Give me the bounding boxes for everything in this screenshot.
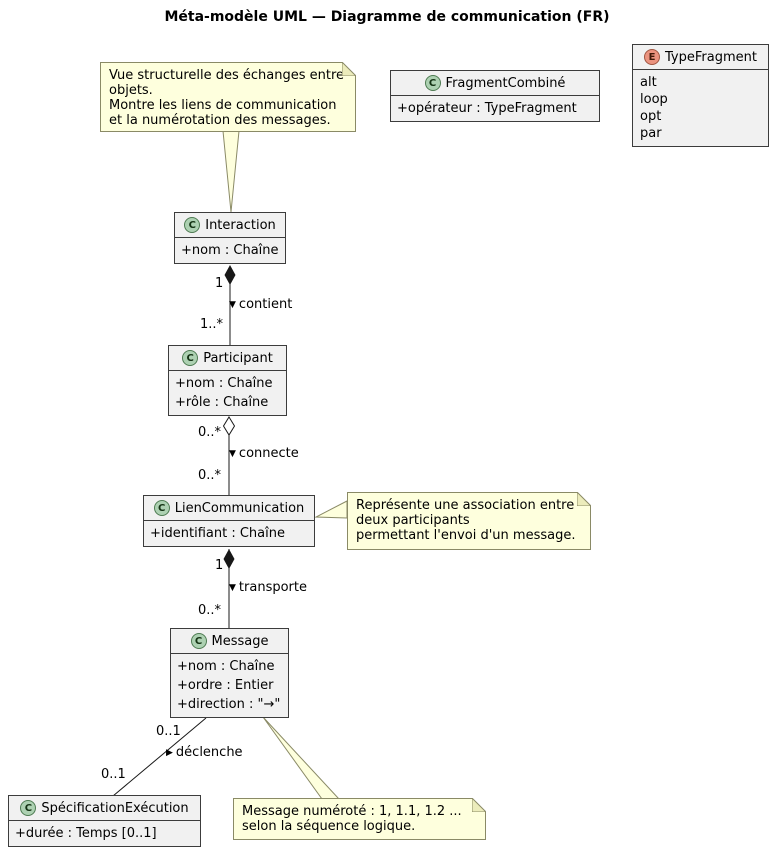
edge-declenche [112,717,207,797]
composition-diamond-transporte [223,549,235,569]
class-attributes: +nom : Chaîne +rôle : Chaîne [169,370,286,415]
class-attributes: +nom : Chaîne [175,237,285,263]
edge-label-text: déclenche [175,745,243,760]
enum-name: TypeFragment [665,49,757,65]
edge-label-contient: ▼contient [229,297,292,312]
note-line: Vue structurelle des échanges entre [109,68,345,83]
edge-label-transporte: ▼transporte [229,580,307,595]
class-lien-communication-header: C LienCommunication [144,496,314,520]
class-attributes: +opérateur : TypeFragment [391,95,599,121]
multiplicity-connecte-source: 0..* [198,425,222,440]
class-name: FragmentCombiné [445,75,566,91]
note-line: deux participants [356,513,470,528]
class-message[interactable]: C Message +nom : Chaîne +ordre : Entier … [170,628,289,718]
class-message-header: C Message [171,629,288,653]
attribute: +nom : Chaîne [181,243,279,258]
class-fragment-combine[interactable]: C FragmentCombiné +opérateur : TypeFragm… [390,70,600,122]
arrow-down-icon: ▼ [229,300,236,310]
enum-value: opt [640,109,662,124]
class-attributes: +identifiant : Chaîne [144,520,314,546]
attribute: +identifiant : Chaîne [150,526,285,541]
note-message: Message numéroté : 1, 1.1, 1.2 ... selon… [233,798,486,840]
class-participant-header: C Participant [169,346,286,370]
enum-type-fragment-header: E TypeFragment [633,45,768,69]
enum-value: loop [640,92,668,107]
multiplicity-transporte-target: 0..* [198,603,222,618]
note-line: permettant l'envoi d'un message. [356,528,576,543]
edge-label-text: transporte [238,580,307,595]
class-lien-communication[interactable]: C LienCommunication +identifiant : Chaîn… [143,495,315,547]
class-fragment-combine-header: C FragmentCombiné [391,71,599,95]
note-line: et la numérotation des messages. [109,113,331,128]
note-line: selon la séquence logique. [242,819,416,834]
multiplicity-transporte-source: 1 [215,558,224,573]
class-interaction-header: C Interaction [175,213,285,237]
diagram-title: Méta-modèle UML — Diagramme de communica… [164,9,610,25]
edge-label-declenche: ▶déclenche [166,745,243,760]
multiplicity-declenche-target: 0..1 [101,767,126,782]
enum-value: alt [640,75,657,90]
attribute: +durée : Temps [0..1] [15,826,157,841]
attribute: +ordre : Entier [177,678,274,693]
note-fold-icon [577,492,591,506]
note-line: objets. [109,83,153,98]
class-name: LienCommunication [174,500,305,516]
class-participant[interactable]: C Participant +nom : Chaîne +rôle : Chaî… [168,345,287,416]
class-name: Participant [203,350,273,366]
multiplicity-contient-target: 1..* [200,317,224,332]
note-line: Message numéroté : 1, 1.1, 1.2 ... [242,804,462,819]
attribute: +nom : Chaîne [175,376,273,391]
enum-values: alt loop opt par [633,69,768,146]
class-icon: C [184,217,201,233]
attribute: +nom : Chaîne [177,659,275,674]
note-tail-lien [314,500,348,519]
class-interaction[interactable]: C Interaction +nom : Chaîne [174,212,286,264]
arrow-right-icon: ▶ [166,748,173,758]
class-attributes: +durée : Temps [0..1] [9,820,200,846]
class-icon: C [20,800,37,816]
class-icon: C [190,633,207,649]
arrow-down-icon: ▼ [229,449,236,459]
note-fold-icon [342,62,356,76]
class-specification-execution-header: C SpécificationExécution [9,796,200,820]
attribute: +opérateur : TypeFragment [397,101,577,116]
aggregation-diamond-connecte [222,416,236,436]
note-line: Représente une association entre [356,498,575,513]
edge-label-connecte: ▼connecte [229,446,299,461]
enum-icon: E [644,49,661,65]
multiplicity-declenche-source: 0..1 [156,724,181,739]
attribute: +rôle : Chaîne [175,395,269,410]
note-tail-overview [222,130,240,213]
attribute: +direction : "→" [177,697,281,712]
note-fold-icon [472,798,486,812]
note-tail-message [262,716,341,800]
class-name: SpécificationExécution [41,800,189,816]
enum-type-fragment[interactable]: E TypeFragment alt loop opt par [632,44,769,147]
class-icon: C [182,350,199,366]
edge-label-text: contient [238,297,293,312]
note-overview: Vue structurelle des échanges entre obje… [100,62,356,132]
arrow-down-icon: ▼ [229,583,236,593]
note-lien: Représente une association entre deux pa… [347,492,591,550]
class-name: Interaction [205,217,276,233]
multiplicity-connecte-target: 0..* [198,468,222,483]
multiplicity-contient-source: 1 [215,276,224,291]
note-line: Montre les liens de communication [109,98,337,113]
class-icon: C [153,500,170,516]
class-specification-execution[interactable]: C SpécificationExécution +durée : Temps … [8,795,201,847]
composition-diamond-contient [224,265,236,285]
class-attributes: +nom : Chaîne +ordre : Entier +direction… [171,653,288,717]
edge-label-text: connecte [238,446,299,461]
enum-value: par [640,126,662,141]
class-icon: C [424,75,441,91]
class-name: Message [211,633,269,649]
